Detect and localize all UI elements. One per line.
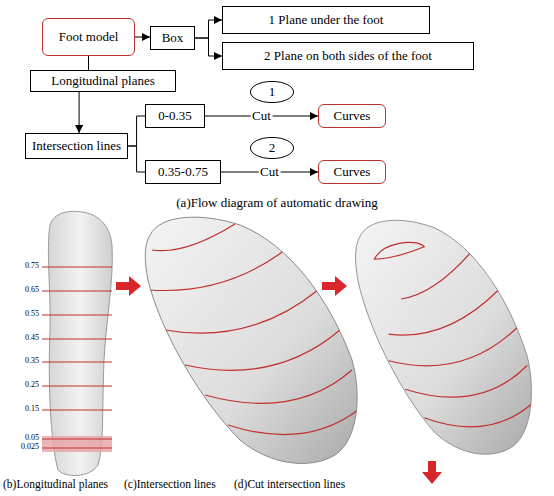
- tick-label: 0.65: [25, 286, 39, 295]
- node-text: 0.35-0.75: [158, 164, 208, 180]
- foot-3d-intersections: [145, 217, 358, 463]
- connector: [88, 56, 89, 70]
- edge-label: Cut: [258, 165, 281, 179]
- node-text: 0-0.35: [158, 108, 192, 124]
- connector: [128, 146, 145, 172]
- edge-label: Cut: [250, 109, 273, 123]
- process-box: 2 Plane on both sides of the foot: [222, 42, 474, 70]
- process-box: Longitudinal planes: [30, 70, 176, 92]
- ellipse-outline: [250, 81, 293, 102]
- node-text: 1: [269, 84, 276, 100]
- tick-label: 0.55: [25, 310, 39, 319]
- connector: [195, 20, 222, 38]
- process-box: 0.35-0.75: [145, 160, 221, 184]
- tick-label: 0.05: [25, 434, 39, 443]
- tick-label: 0.15: [25, 405, 39, 414]
- tick-label: 0.45: [25, 334, 39, 343]
- step-arrows: [116, 276, 442, 484]
- process-box: Box: [150, 26, 195, 50]
- figure-caption: (b)Longitudinal planes: [3, 478, 108, 491]
- terminal-box: Curves: [318, 160, 386, 184]
- figure-caption: (c)Intersection lines: [124, 478, 216, 491]
- plane-band: [42, 436, 112, 452]
- terminal-box: Foot model: [42, 18, 135, 56]
- terminal-box: Curves: [318, 104, 386, 128]
- process-box: 0-0.35: [145, 104, 205, 128]
- tick-label: 0.25: [25, 381, 39, 390]
- node-text: 1 Plane under the foot: [269, 12, 384, 28]
- node-text: 2: [269, 140, 276, 156]
- foot-3d-cut: [356, 220, 533, 454]
- tick-label: 0.025: [21, 443, 39, 452]
- process-box: Intersection lines: [25, 133, 128, 159]
- plane-lines: [42, 267, 112, 448]
- tick-label: 0.75: [25, 262, 39, 271]
- node-text: Curves: [334, 164, 371, 180]
- node-text: Intersection lines: [32, 138, 121, 154]
- connector: [195, 38, 222, 56]
- connector: [128, 116, 145, 146]
- node-text: Longitudinal planes: [51, 73, 155, 89]
- foot-top-view: [42, 211, 112, 475]
- ellipse-outline: [250, 137, 293, 158]
- node-text: Curves: [334, 108, 371, 124]
- node-text: Box: [162, 30, 184, 46]
- figure-caption: (d)Cut intersection lines: [234, 478, 345, 491]
- connector: [135, 37, 150, 38]
- step-ellipse: 2: [250, 137, 294, 159]
- node-text: Foot model: [59, 29, 119, 45]
- connector: [79, 92, 80, 133]
- node-text: 2 Plane on both sides of the foot: [264, 48, 432, 64]
- tick-label: 0.35: [25, 357, 39, 366]
- process-box: 1 Plane under the foot: [222, 6, 430, 34]
- step-ellipse: 1: [250, 81, 294, 103]
- figure-caption: (a)Flow diagram of automatic drawing: [176, 196, 377, 210]
